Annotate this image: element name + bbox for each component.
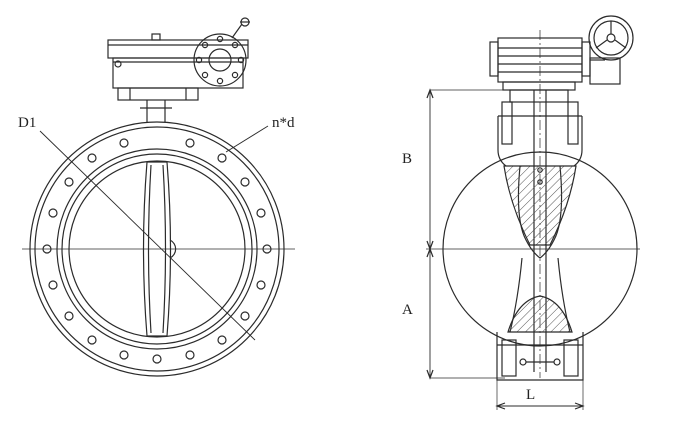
label-nd: n*d (272, 115, 295, 131)
label-d1: D1 (18, 115, 37, 131)
label-a: A (402, 302, 413, 318)
gear-housing (193, 33, 247, 87)
label-b: B (402, 151, 413, 167)
hub-section-upper (503, 165, 577, 246)
label-l: L (526, 387, 536, 403)
bolt-holes (42, 138, 272, 364)
handwheel-icon (231, 17, 250, 39)
front-view (22, 17, 295, 377)
hub-section-lower (507, 295, 573, 333)
gearbox-icon (107, 33, 249, 101)
side-view (426, 15, 640, 410)
handwheel-side-icon (588, 15, 634, 85)
